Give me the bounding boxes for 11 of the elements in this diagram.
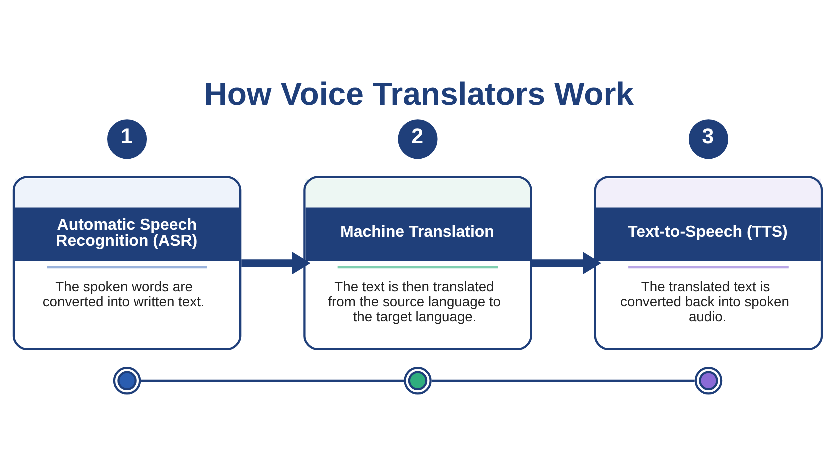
connector (432, 380, 695, 382)
node-circle: 2 (398, 120, 438, 160)
diagram-title: How Voice Translators Work (204, 76, 634, 112)
arrow (532, 252, 602, 275)
node-circle: 3 (688, 120, 728, 160)
node-circle (404, 367, 432, 395)
connector (141, 380, 404, 382)
node-circle (113, 367, 142, 395)
node-circle: 1 (108, 120, 148, 160)
node-circle (694, 367, 723, 395)
arrow (242, 252, 311, 275)
